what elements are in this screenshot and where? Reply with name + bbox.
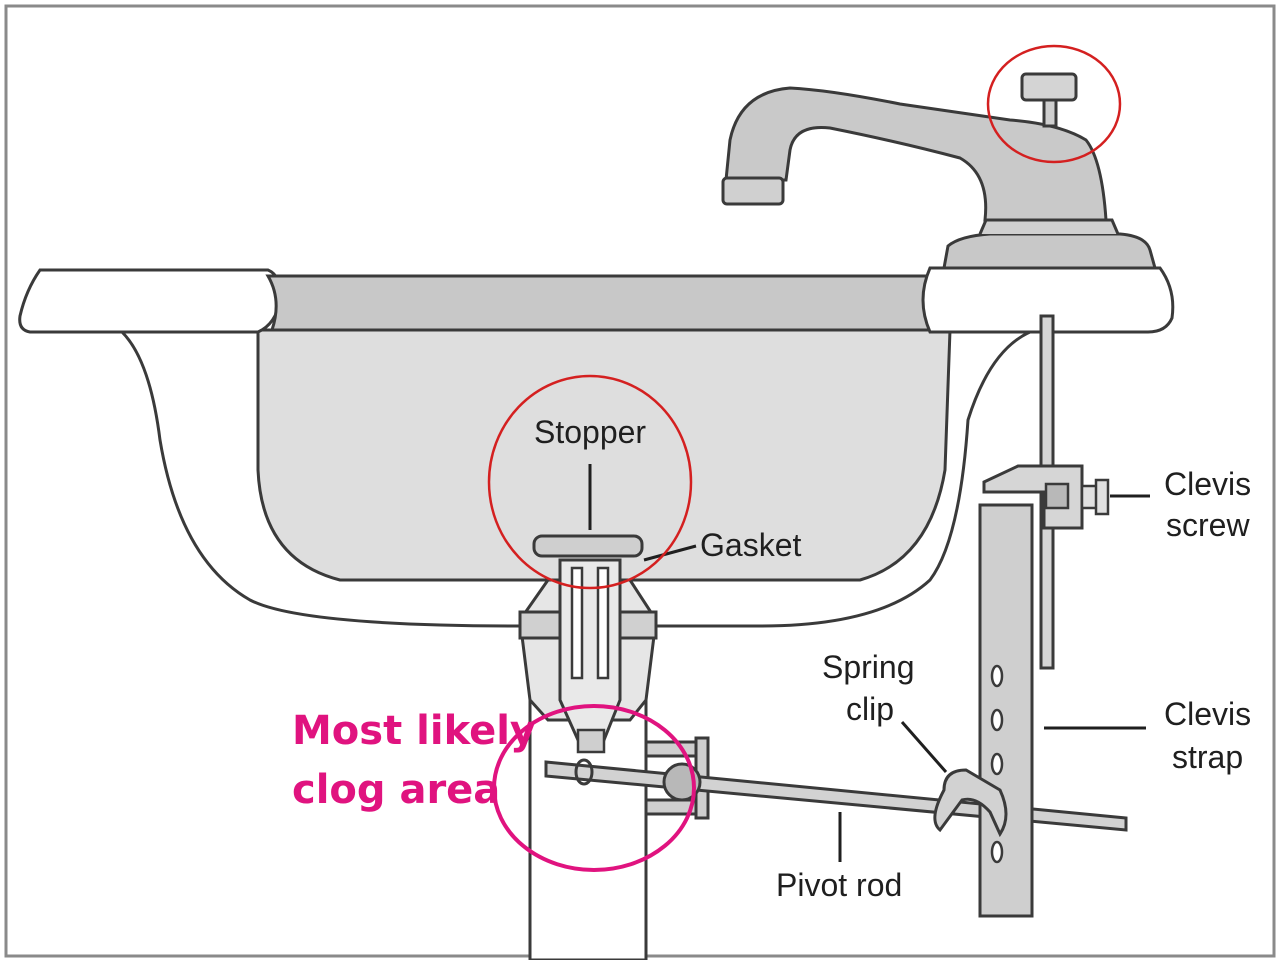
- spring-clip: [933, 768, 1008, 838]
- stopper-eye: [574, 758, 594, 786]
- faucet-spout: [724, 86, 1108, 222]
- stopper-tail: [576, 728, 606, 754]
- strap-hole-3: [990, 752, 1004, 776]
- stopper-label: Stopper: [534, 414, 646, 450]
- spring-clip-label-2: clip: [846, 691, 894, 727]
- faucet-aerator: [721, 176, 785, 206]
- sink-rim: [18, 268, 282, 334]
- clevis-clamp: [982, 464, 1084, 530]
- gasket-label: Gasket: [700, 527, 801, 563]
- spring-clip-leader: [900, 721, 948, 773]
- clog-annotation-line-1: Most likely: [292, 708, 536, 754]
- strap-hole-1: [990, 664, 1004, 688]
- spring-clip-label-1: Spring: [822, 649, 915, 685]
- clevis-screw-label-1: Clevis: [1164, 466, 1251, 502]
- lift-rod-highlight-circle: [986, 44, 1122, 164]
- clevis-strap: [978, 503, 1034, 918]
- clevis-strap-label-1: Clevis: [1164, 696, 1251, 732]
- stopper-highlight-circle: [487, 374, 693, 590]
- sink-bowl-interior: [256, 328, 952, 582]
- strap-hole-5: [990, 840, 1004, 864]
- stopper-cap: [532, 534, 644, 558]
- pivot-rod-label: Pivot rod: [776, 867, 902, 903]
- lift-rod-knob: [1020, 72, 1078, 102]
- clevis-strap-label-2: strap: [1172, 739, 1243, 775]
- gasket-leader: [643, 544, 697, 562]
- clog-annotation-line-2: clog area: [292, 767, 500, 813]
- faucet-base: [942, 232, 1157, 270]
- sink-rim-right: [921, 266, 1175, 334]
- clevis-screw-label-2: screw: [1166, 507, 1250, 543]
- strap-hole-2: [990, 708, 1004, 732]
- clog-area-highlight-circle: [492, 704, 696, 872]
